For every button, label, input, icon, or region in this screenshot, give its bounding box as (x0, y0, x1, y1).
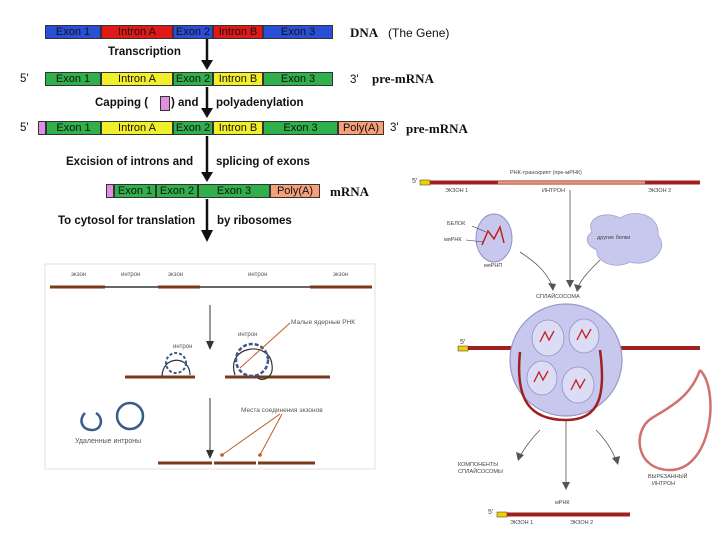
protein-label: БЕЛОК (447, 221, 466, 227)
excised-intron-label-2: ИНТРОН (652, 481, 676, 487)
capped-cap (38, 121, 46, 135)
premrna-intronb: Intron B (213, 72, 263, 86)
step-cytosol-a: To cytosol for translation (58, 215, 196, 227)
track-label-exon-2: экзон (168, 272, 184, 278)
capped-5prime: 5' (20, 122, 29, 134)
dna-exon3: Exon 3 (263, 25, 333, 39)
step-splicing-b: splicing of exons (216, 156, 310, 168)
step-capping-a: Capping ( (95, 97, 149, 109)
premrna-introna: Intron A (101, 72, 173, 86)
capped-intronb: Intron B (213, 121, 263, 135)
mrna-polya: Poly(A) (270, 184, 320, 198)
step-splicing-a: Excision of introns and (66, 156, 194, 168)
transcript-5prime: 5' (412, 178, 418, 185)
excised-intron-label-1: ВЫРЕЗАННЫЙ (648, 474, 688, 480)
arrow-cytosol (201, 230, 213, 242)
capped-exon3: Exon 3 (263, 121, 338, 135)
arrow-transcription (201, 60, 213, 70)
removed-introns-label: Удаленные интроны (75, 438, 142, 445)
mrna-exon2-label: ЭКЗОН 2 (570, 520, 594, 526)
step-capping-b: ) and (171, 97, 199, 109)
transcript-exon1: ЭКЗОН 1 (445, 188, 469, 194)
snrna-label-right: мяРНК (444, 237, 462, 243)
arrow-splicing (201, 172, 213, 182)
intron-label-1: интрон (173, 344, 193, 350)
premrna-exon1: Exon 1 (45, 72, 101, 86)
transcript-intron: ИНТРОН (542, 188, 566, 194)
step-capping-c: polyadenylation (216, 97, 304, 109)
other-proteins-label: другие белки (597, 235, 631, 241)
mrna-exon1-label: ЭКЗОН 1 (510, 520, 534, 526)
components-label-1: КОМПОНЕНТЫ (458, 462, 499, 468)
capped-exon2: Exon 2 (173, 121, 213, 135)
transcript-title: РНК-транскрипт (пре-мРНК) (510, 170, 582, 176)
mrna-exon1: Exon 1 (114, 184, 156, 198)
dna-exon1: Exon 1 (45, 25, 101, 39)
dna-exon2: Exon 2 (173, 25, 213, 39)
capped-introna: Intron A (101, 121, 173, 135)
step-transcription: Transcription (108, 46, 181, 58)
mrna-5prime: 5' (488, 509, 494, 516)
capped-exon1: Exon 1 (46, 121, 101, 135)
cap-symbol (160, 96, 170, 111)
track-label-exon-3: экзон (333, 272, 349, 278)
mrna-title: mRNA (330, 184, 369, 199)
premrna-title: pre-mRNA (372, 71, 434, 86)
mrna-label-right: мРНК (555, 500, 570, 506)
snrna-label: Малые ядерные РНК (291, 319, 356, 326)
track-label-exon-1: экзон (71, 272, 87, 278)
premrna-exon2: Exon 2 (173, 72, 213, 86)
mrna-cap (106, 184, 114, 198)
capped-polya: Poly(A) (338, 121, 384, 135)
premrna-5prime: 5' (20, 73, 29, 85)
capped-title: pre-mRNA (406, 121, 468, 136)
step-cytosol-b: by ribosomes (217, 215, 292, 227)
components-label-2: СПЛАЙСОСОМЫ (458, 469, 503, 475)
dna-title: DNA (350, 25, 379, 40)
track-label-intron-2: интрон (248, 272, 268, 278)
premrna-exon3: Exon 3 (263, 72, 333, 86)
dna-subtitle: (The Gene) (388, 26, 450, 40)
spliceosome-label: СПЛАЙСОСОМА (536, 294, 580, 300)
mrna-exon2: Exon 2 (156, 184, 198, 198)
snrnp-label: мяРНП (484, 263, 503, 269)
capped-3prime: 3' (390, 122, 399, 134)
mrna-exon3: Exon 3 (198, 184, 270, 198)
dna-intronb: Intron B (213, 25, 263, 39)
arrow-capping (201, 108, 213, 118)
spliceosome-5prime: 5' (460, 339, 466, 346)
intron-label-2: интрон (238, 332, 258, 338)
track-label-intron-1: интрон (121, 272, 141, 278)
junction-label: Места соединения экзонов (241, 407, 323, 414)
transcript-exon2: ЭКЗОН 2 (648, 188, 672, 194)
premrna-3prime: 3' (350, 74, 359, 86)
dna-introna: Intron A (101, 25, 173, 39)
